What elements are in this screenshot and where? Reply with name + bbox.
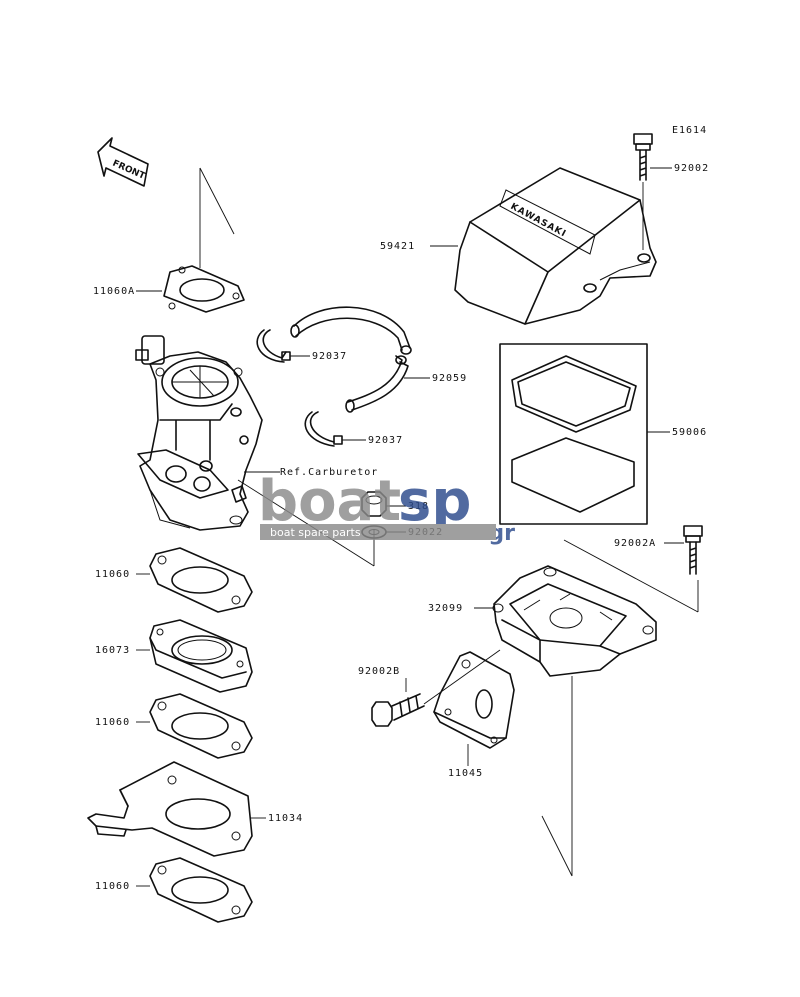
- bolt-92002: [633, 133, 653, 181]
- bracket-11034: [87, 761, 253, 857]
- watermark-band: [260, 524, 496, 540]
- clamp-92037-lower: [304, 411, 343, 447]
- front-arrow-icon: FRONT: [97, 137, 149, 187]
- label-59006: 59006: [672, 427, 707, 438]
- watermark-tagline: boat spare parts: [270, 526, 361, 539]
- diagram-code: E1614: [672, 125, 707, 136]
- ref-carburetor-note: Ref.Carburetor: [280, 467, 378, 478]
- label-59421: 59421: [380, 241, 415, 252]
- gasket-11060-2: [149, 693, 253, 759]
- gasket-11060-3: [149, 857, 253, 923]
- cover-logo: KAWASAKI: [509, 202, 568, 240]
- label-92059: 92059: [432, 373, 467, 384]
- bolt-92002B: [371, 693, 425, 727]
- label-32099: 32099: [428, 603, 463, 614]
- label-11060A: 11060A: [93, 286, 135, 297]
- filter-59006: [499, 343, 648, 525]
- label-11045: 11045: [448, 768, 483, 779]
- insulator-16073: [149, 619, 253, 693]
- label-11034: 11034: [268, 813, 303, 824]
- watermark-brand-right: sp: [398, 469, 471, 534]
- watermark-brand-left: boat: [258, 469, 401, 534]
- clamp-92037-upper: [256, 329, 291, 363]
- label-92037-lower: 92037: [368, 435, 403, 446]
- carburetor-reference: [135, 335, 263, 531]
- label-11060-2: 11060: [95, 717, 130, 728]
- label-92002B: 92002B: [358, 666, 400, 677]
- label-11060-1: 11060: [95, 569, 130, 580]
- label-16073: 16073: [95, 645, 130, 656]
- nut-318: [361, 491, 387, 517]
- cover-59421: KAWASAKI: [454, 167, 657, 325]
- watermark-logo: boat sp .gr boat spare parts: [258, 469, 515, 546]
- gasket-11060-1: [149, 547, 253, 613]
- bracket-11045: [433, 651, 515, 749]
- label-92002A: 92002A: [614, 538, 656, 549]
- gasket-11060A: [163, 265, 245, 313]
- label-92037-upper: 92037: [312, 351, 347, 362]
- bolt-92002A: [683, 525, 703, 575]
- base-32099: [492, 565, 657, 677]
- hose-92059: [290, 306, 412, 413]
- label-318: 318: [408, 501, 429, 512]
- label-11060-3: 11060: [95, 881, 130, 892]
- label-92002: 92002: [674, 163, 709, 174]
